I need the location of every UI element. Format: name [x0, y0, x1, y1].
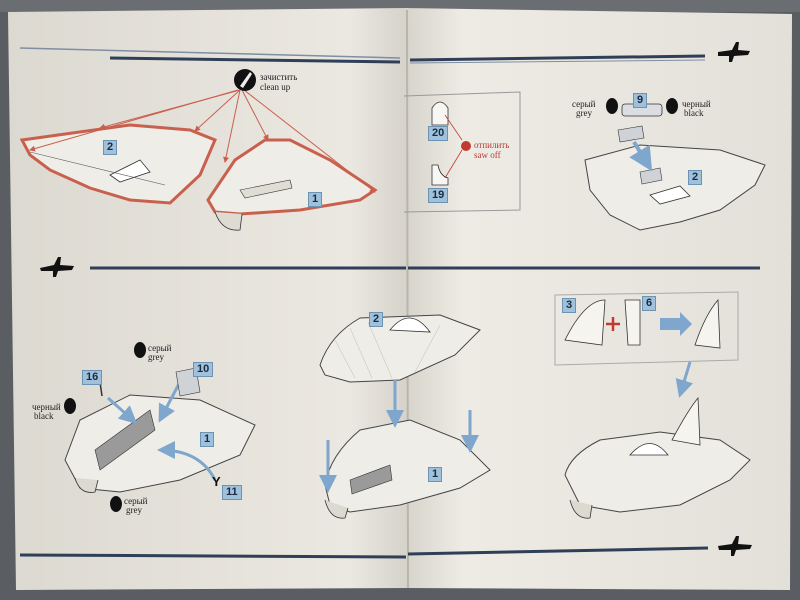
- cleanup-arrows: [29, 89, 376, 193]
- black-label-en-top: black: [684, 108, 704, 118]
- y-glyph: Y: [212, 474, 221, 489]
- grey-label-ru-mid: серый: [148, 343, 172, 353]
- assembly-arrows: [319, 380, 479, 493]
- part-label-2: 2: [103, 140, 118, 155]
- wing-part-2-right: [584, 125, 766, 231]
- sawoff-label-ru: отпилить: [474, 140, 510, 150]
- part-label-3: 3: [562, 298, 577, 313]
- wing-part-1-cockpit: [64, 367, 256, 493]
- detail-box-saw-off: [403, 91, 521, 213]
- grey-label-ru-bottom: серый: [124, 496, 148, 506]
- part-label-1-left: 1: [200, 432, 215, 447]
- paint-drop-icon: [64, 342, 146, 512]
- grey-label-en-mid: grey: [148, 352, 164, 362]
- fuselage-assembled: [564, 361, 751, 519]
- paint-drop-icon: [606, 98, 678, 114]
- cleanup-label-ru: зачистить: [260, 72, 298, 82]
- black-label-ru-top: черный: [682, 99, 711, 109]
- part-label-11: 11: [222, 485, 242, 500]
- aircraft-silhouette-icon: [40, 257, 74, 277]
- aircraft-silhouette-icon: [718, 42, 750, 62]
- grey-label-en-top: grey: [576, 108, 592, 118]
- part-label-2-center: 2: [369, 312, 384, 327]
- part-label-9: 9: [633, 93, 648, 108]
- black-label-ru: черный: [32, 402, 61, 412]
- part-label-2-right: 2: [688, 170, 703, 185]
- part-label-6: 6: [642, 296, 657, 311]
- fin-detail-box: [554, 291, 739, 366]
- divider-top-left: [19, 47, 401, 64]
- wing-part-2-top: [19, 123, 217, 205]
- part-label-1-center: 1: [428, 467, 443, 482]
- part-label-19: 19: [428, 188, 449, 203]
- part-label-10: 10: [193, 362, 214, 377]
- grey-label-ru-top: серый: [572, 99, 596, 109]
- sawoff-label-en: saw off: [474, 150, 501, 160]
- part-label-1: 1: [308, 192, 323, 207]
- part-label-20: 20: [428, 126, 449, 141]
- divider-top-right: [409, 54, 706, 64]
- lower-wing-part-1: [324, 419, 491, 519]
- upper-wing-part-2: [319, 314, 481, 383]
- black-label-en: black: [34, 411, 54, 421]
- divider-bottom: [19, 546, 709, 559]
- aircraft-silhouette-icon: [718, 536, 752, 556]
- clean-up-icon: [234, 69, 256, 91]
- part-label-16: 16: [82, 370, 103, 385]
- cleanup-label-en: clean up: [260, 82, 291, 92]
- grey-label-en-bottom: grey: [126, 505, 142, 515]
